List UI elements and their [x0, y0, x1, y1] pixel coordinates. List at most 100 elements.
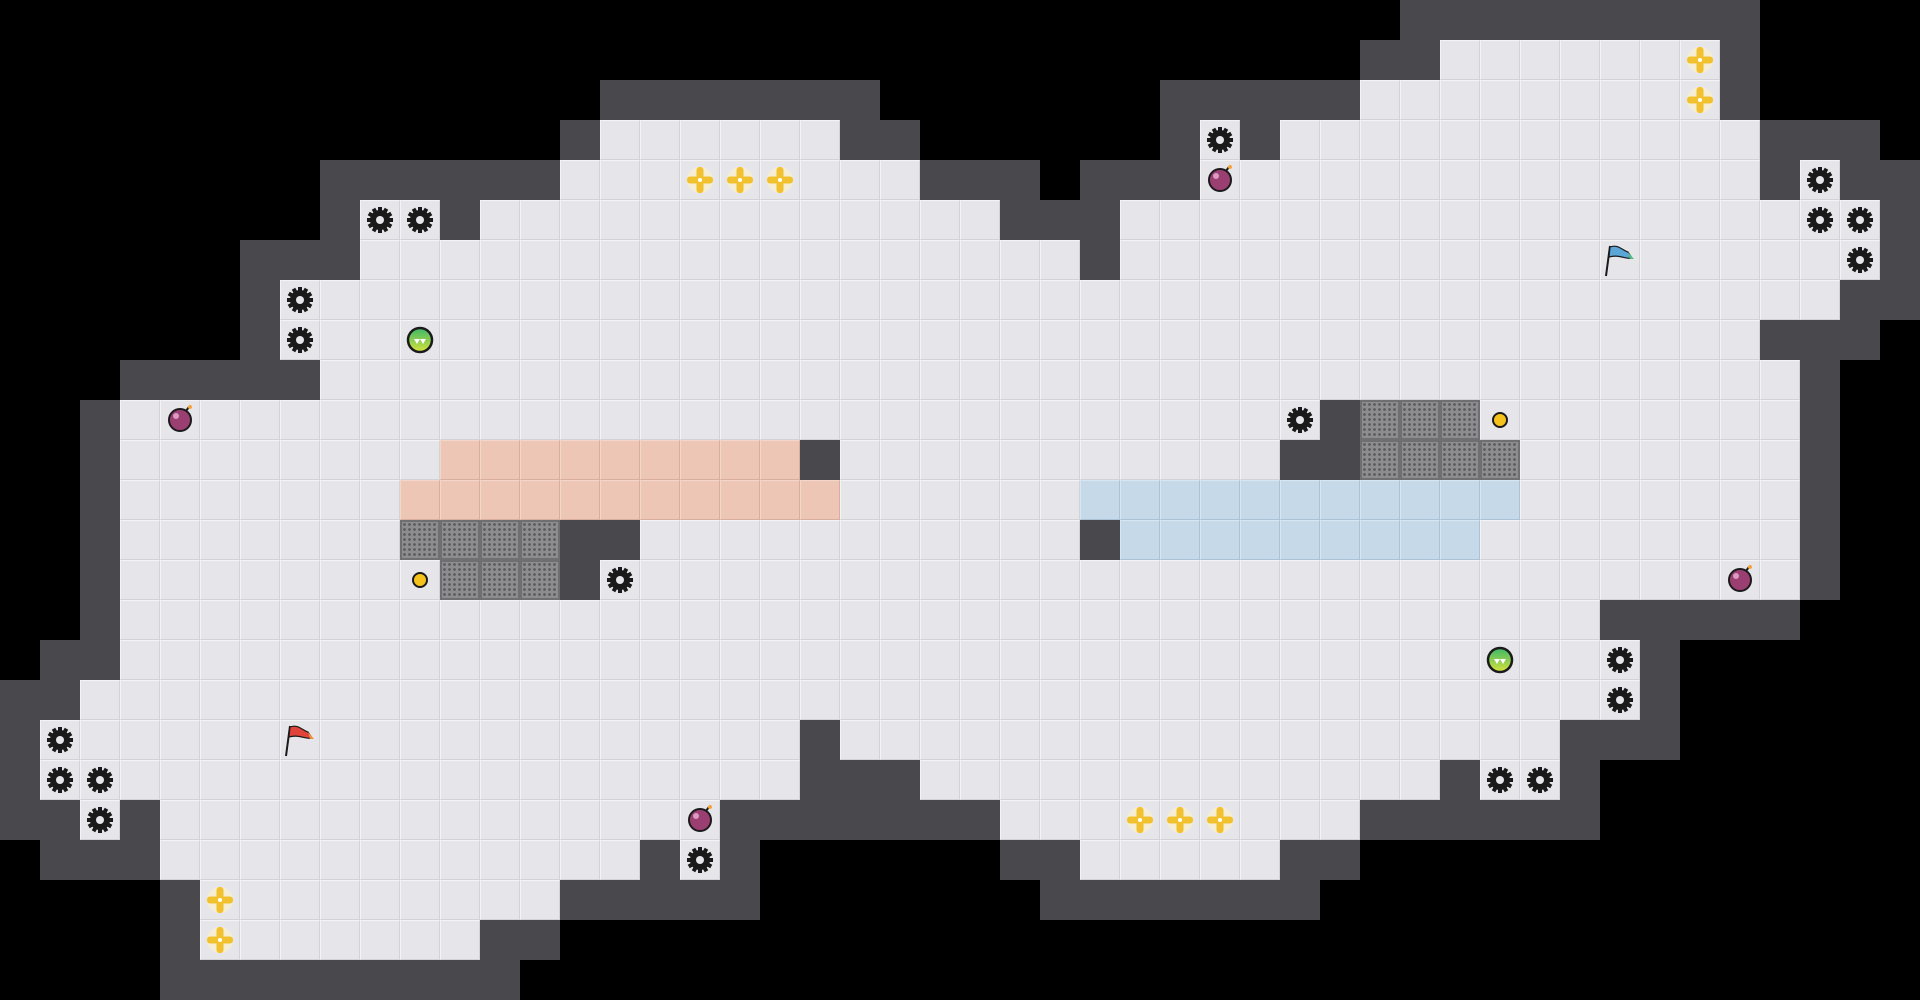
- floor-tile: [1200, 320, 1240, 360]
- floor-tile: [1760, 560, 1800, 600]
- floor-tile: [1240, 400, 1280, 440]
- floor-tile: [1520, 240, 1560, 280]
- floor-tile: [1040, 680, 1080, 720]
- floor-tile: [1480, 320, 1520, 360]
- floor-tile: [1720, 520, 1760, 560]
- floor-tile: [520, 720, 560, 760]
- floor-tile: [680, 400, 720, 440]
- floor-tile: [640, 280, 680, 320]
- floor-tile: [1120, 760, 1160, 800]
- floor-tile: [560, 280, 600, 320]
- floor-tile: [1520, 600, 1560, 640]
- floor-tile: [1320, 360, 1360, 400]
- floor-tile: [1400, 200, 1440, 240]
- floor-tile: [840, 280, 880, 320]
- floor-tile: [240, 840, 280, 880]
- floor-tile: [640, 800, 680, 840]
- floor-tile: [1760, 440, 1800, 480]
- floor-tile: [840, 320, 880, 360]
- wall-tile: [1520, 0, 1560, 40]
- floor-tile: [1520, 480, 1560, 520]
- floor-tile: [600, 600, 640, 640]
- floor-tile: [1000, 280, 1040, 320]
- floor-tile: [1040, 240, 1080, 280]
- floor-tile: [320, 640, 360, 680]
- floor-tile: [720, 200, 760, 240]
- wall-tile: [0, 800, 40, 840]
- floor-tile: [1160, 360, 1200, 400]
- orange-zone-tile: [720, 480, 760, 520]
- grate-tile: [480, 520, 520, 560]
- floor-tile: [360, 920, 400, 960]
- floor-tile: [1560, 160, 1600, 200]
- floor-tile: [520, 200, 560, 240]
- wall-tile: [1440, 760, 1480, 800]
- wall-tile: [1560, 760, 1600, 800]
- floor-tile: [1560, 480, 1600, 520]
- floor-tile: [640, 360, 680, 400]
- floor-tile: [800, 200, 840, 240]
- floor-tile: [1120, 560, 1160, 600]
- floor-tile: [1040, 280, 1080, 320]
- floor-tile: [320, 680, 360, 720]
- floor-tile: [1400, 760, 1440, 800]
- floor-tile: [120, 640, 160, 680]
- floor-tile: [360, 240, 400, 280]
- floor-tile: [1120, 240, 1160, 280]
- plus-powerup-icon: [1160, 800, 1200, 840]
- floor-tile: [360, 720, 400, 760]
- floor-tile: [720, 360, 760, 400]
- floor-tile: [480, 640, 520, 680]
- floor-tile: [1400, 280, 1440, 320]
- floor-tile: [1520, 120, 1560, 160]
- wall-tile: [560, 120, 600, 160]
- floor-tile: [200, 800, 240, 840]
- floor-tile: [800, 320, 840, 360]
- floor-tile: [1600, 360, 1640, 400]
- wall-tile: [1800, 520, 1840, 560]
- floor-tile: [1200, 400, 1240, 440]
- blue-zone-tile: [1160, 520, 1200, 560]
- gear-spike-icon: [40, 720, 80, 760]
- wall-tile: [120, 800, 160, 840]
- wall-tile: [1520, 800, 1560, 840]
- floor-tile: [920, 720, 960, 760]
- grate-tile: [440, 560, 480, 600]
- floor-tile: [560, 720, 600, 760]
- floor-tile: [680, 280, 720, 320]
- floor-tile: [600, 760, 640, 800]
- gear-spike-icon: [400, 200, 440, 240]
- wall-tile: [240, 320, 280, 360]
- floor-tile: [1720, 440, 1760, 480]
- floor-tile: [1480, 680, 1520, 720]
- floor-tile: [600, 120, 640, 160]
- floor-tile: [1400, 160, 1440, 200]
- floor-tile: [1200, 840, 1240, 880]
- wall-tile: [1280, 440, 1320, 480]
- floor-tile: [120, 600, 160, 640]
- wall-tile: [80, 600, 120, 640]
- floor-tile: [400, 400, 440, 440]
- floor-tile: [120, 560, 160, 600]
- floor-tile: [840, 560, 880, 600]
- floor-tile: [880, 200, 920, 240]
- wall-tile: [1800, 400, 1840, 440]
- gear-spike-icon: [1200, 120, 1240, 160]
- floor-tile: [480, 600, 520, 640]
- floor-tile: [320, 760, 360, 800]
- floor-tile: [1400, 120, 1440, 160]
- floor-tile: [1720, 480, 1760, 520]
- wall-tile: [840, 800, 880, 840]
- floor-tile: [760, 120, 800, 160]
- wall-tile: [160, 360, 200, 400]
- wall-tile: [1440, 0, 1480, 40]
- floor-tile: [760, 200, 800, 240]
- grate-tile: [1360, 400, 1400, 440]
- wall-tile: [1160, 160, 1200, 200]
- floor-tile: [1080, 560, 1120, 600]
- grate-tile: [1400, 440, 1440, 480]
- gear-spike-icon: [1520, 760, 1560, 800]
- floor-tile: [1480, 40, 1520, 80]
- blue-zone-tile: [1240, 520, 1280, 560]
